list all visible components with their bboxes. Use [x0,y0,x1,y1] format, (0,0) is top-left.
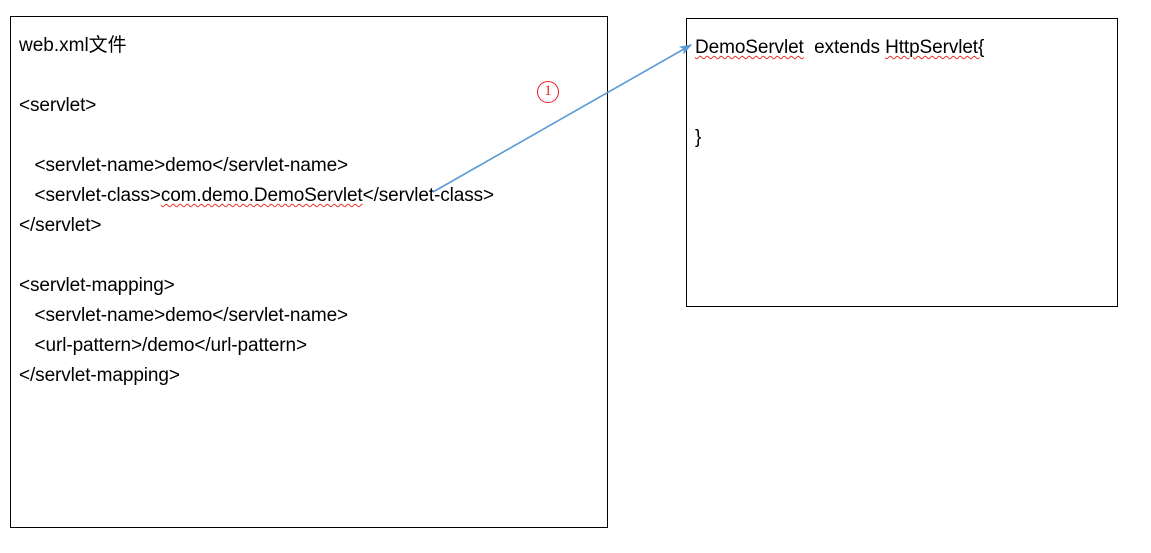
webxml-panel-title: web.xml文件 [19,35,127,56]
spacer-line [19,121,607,151]
webxml-code-panel: web.xml文件 <servlet> <servlet-name>demo</… [10,16,608,528]
code-line-servlet-open: <servlet> [19,95,97,116]
spacer-line [695,63,1117,93]
servlet-class-panel: DemoServlet extends HttpServlet{ } [686,18,1118,307]
spacer-line [19,241,607,271]
servlet-class-value: com.demo.DemoServlet [160,185,363,206]
class-name-token: DemoServlet [695,37,804,58]
code-line-mapping-servlet-name: <servlet-name>demo</servlet-name> [19,305,349,326]
code-line-mapping-url-pattern: <url-pattern>/demo</url-pattern> [19,335,308,356]
code-line-mapping-open: <servlet-mapping> [19,275,175,296]
extends-keyword-token: extends [803,37,886,58]
servlet-class-open-tag: <servlet-class> [19,185,161,206]
code-line-servlet-class: <servlet-class>com.demo.DemoServlet</ser… [19,181,607,211]
code-line-closing-brace: } [695,127,702,148]
code-line-servlet-name: <servlet-name>demo</servlet-name> [19,155,349,176]
code-line-mapping-close: </servlet-mapping> [19,365,180,386]
servlet-class-body: DemoServlet extends HttpServlet{ } [687,19,1117,153]
spacer-line [695,93,1117,123]
code-line-servlet-close: </servlet> [19,215,102,236]
callout-number-badge: 1 [537,81,559,103]
code-line-class-declaration: DemoServlet extends HttpServlet{ [695,33,1117,63]
webxml-code-body: web.xml文件 <servlet> <servlet-name>demo</… [11,17,607,391]
spacer-line [19,61,607,91]
servlet-class-close-tag: </servlet-class> [362,185,495,206]
super-class-token: HttpServlet{ [885,37,985,58]
